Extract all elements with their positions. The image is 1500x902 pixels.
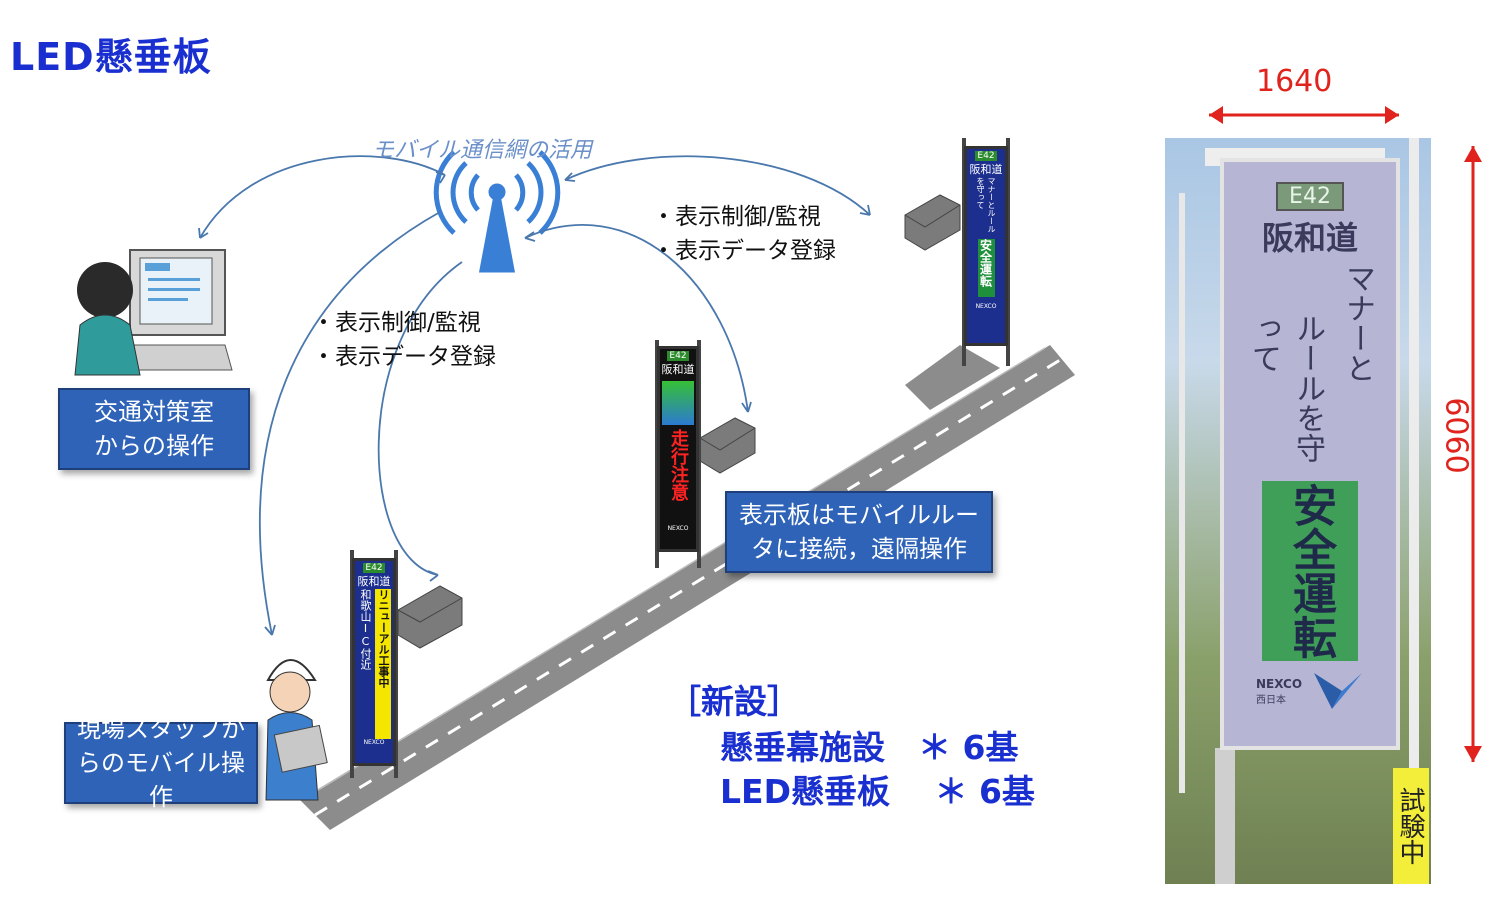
sign-red-text: 走行注意 bbox=[668, 429, 689, 501]
router-note-box: 表示板はモバイルルー タに接続，遠隔操作 bbox=[725, 491, 993, 573]
sign-board: E42 阪和道 マナーとルールを守って 安全運転 NEXCO bbox=[964, 146, 1008, 346]
route-number: E42 bbox=[975, 151, 997, 161]
route-number: E42 bbox=[363, 563, 385, 573]
office-operation-box: 交通対策室 からの操作 bbox=[58, 388, 250, 470]
sign-board: E42 阪和道 和歌山IC付近 リニューアル工事中 NEXCO bbox=[352, 558, 396, 766]
bullet-item: ・表示制御/監視 bbox=[652, 204, 821, 230]
sign-yellow-text: リニューアル工事中 bbox=[375, 589, 391, 739]
new-install-heading: ［新設］ bbox=[668, 682, 800, 721]
new-install-line: LED懸垂板 ＊ 6基 bbox=[720, 772, 1035, 811]
led-sign-middle: E42 阪和道 走行注意 NEXCO bbox=[655, 340, 701, 568]
sign-white-text: 和歌山IC付近 bbox=[359, 589, 372, 670]
sign-board: E42 阪和道 走行注意 NEXCO bbox=[657, 346, 699, 552]
page-title: LED懸垂板 bbox=[10, 35, 212, 79]
vehicle-icon bbox=[662, 381, 694, 425]
sign-message-line: ルールを守って bbox=[1246, 313, 1325, 463]
box-line: 表示板はモバイルルー bbox=[739, 501, 979, 529]
sign-pole bbox=[394, 550, 398, 778]
sign-green-text: 安全運転 bbox=[1262, 481, 1358, 661]
road-name: 阪和道 bbox=[1261, 219, 1358, 257]
led-sign-far: E42 阪和道 マナーとルールを守って 安全運転 NEXCO bbox=[962, 138, 1010, 366]
sign-pole bbox=[697, 340, 701, 568]
photo-sign-board: E42 阪和道 ルールを守って マナーと 安全運転 NEXCO 西日本 bbox=[1220, 158, 1400, 750]
nexco-logo: NEXCO bbox=[363, 739, 385, 746]
nexco-logo: NEXCO bbox=[1255, 676, 1303, 691]
nexco-mark-icon bbox=[1314, 673, 1363, 709]
bullet-item: ・表示制御/監視 bbox=[312, 310, 481, 336]
sign-message-line: マナーと bbox=[1340, 263, 1375, 383]
network-label: モバイル通信網の活用 bbox=[372, 138, 593, 163]
led-sign-near: E42 阪和道 和歌山IC付近 リニューアル工事中 NEXCO bbox=[350, 550, 398, 778]
router-icon bbox=[699, 417, 756, 474]
field-staff-illustration bbox=[265, 659, 328, 801]
office-operator-illustration bbox=[74, 249, 233, 376]
width-dimension-label: 1640 bbox=[1256, 64, 1333, 99]
photo-frame-bar bbox=[1409, 138, 1419, 884]
bullet-list-left: ・表示制御/監視 ・表示データ登録 bbox=[312, 306, 496, 374]
box-line: らのモバイル操作 bbox=[77, 749, 245, 811]
nexco-logo: NEXCO bbox=[667, 525, 689, 532]
sign-message: マナーとルールを守って bbox=[976, 177, 996, 233]
width-dimension-arrow bbox=[1209, 106, 1399, 124]
box-line: 交通対策室 bbox=[94, 398, 214, 426]
bullet-item: ・表示データ登録 bbox=[652, 238, 836, 264]
nexco-logo-sub: 西日本 bbox=[1255, 694, 1286, 706]
nexco-logo: NEXCO bbox=[975, 303, 997, 310]
staff-operation-box: 現場スタッフか らのモバイル操作 bbox=[64, 715, 258, 811]
antenna-icon bbox=[433, 150, 561, 273]
box-line: 現場スタッフか bbox=[77, 715, 245, 743]
sign-green-text: 安全運転 bbox=[977, 239, 995, 297]
test-tag: 試験中 bbox=[1393, 768, 1429, 884]
box-line: タに接続，遠隔操作 bbox=[751, 535, 967, 563]
route-number: E42 bbox=[1276, 182, 1344, 211]
road-name: 阪和道 bbox=[661, 363, 695, 376]
photo-pole bbox=[1215, 748, 1235, 884]
box-line: からの操作 bbox=[94, 432, 214, 460]
road-name: 阪和道 bbox=[357, 575, 391, 588]
new-install-line: 懸垂幕施設 ＊ 6基 bbox=[720, 728, 1019, 767]
installed-sign-photo: E42 阪和道 ルールを守って マナーと 安全運転 NEXCO 西日本 試験中 bbox=[1165, 138, 1431, 884]
bullet-item: ・表示データ登録 bbox=[312, 344, 496, 370]
height-dimension-label: 6060 bbox=[1438, 397, 1474, 474]
bullet-list-right: ・表示制御/監視 ・表示データ登録 bbox=[652, 200, 836, 268]
router-icon bbox=[904, 194, 961, 251]
communication-arrows bbox=[198, 155, 871, 636]
router-icon bbox=[397, 585, 463, 649]
route-number: E42 bbox=[667, 351, 689, 361]
road-name: 阪和道 bbox=[969, 163, 1003, 176]
sign-pole bbox=[1006, 138, 1010, 366]
height-dimension-arrow bbox=[1464, 146, 1482, 762]
photo-frame-bar bbox=[1179, 193, 1185, 793]
